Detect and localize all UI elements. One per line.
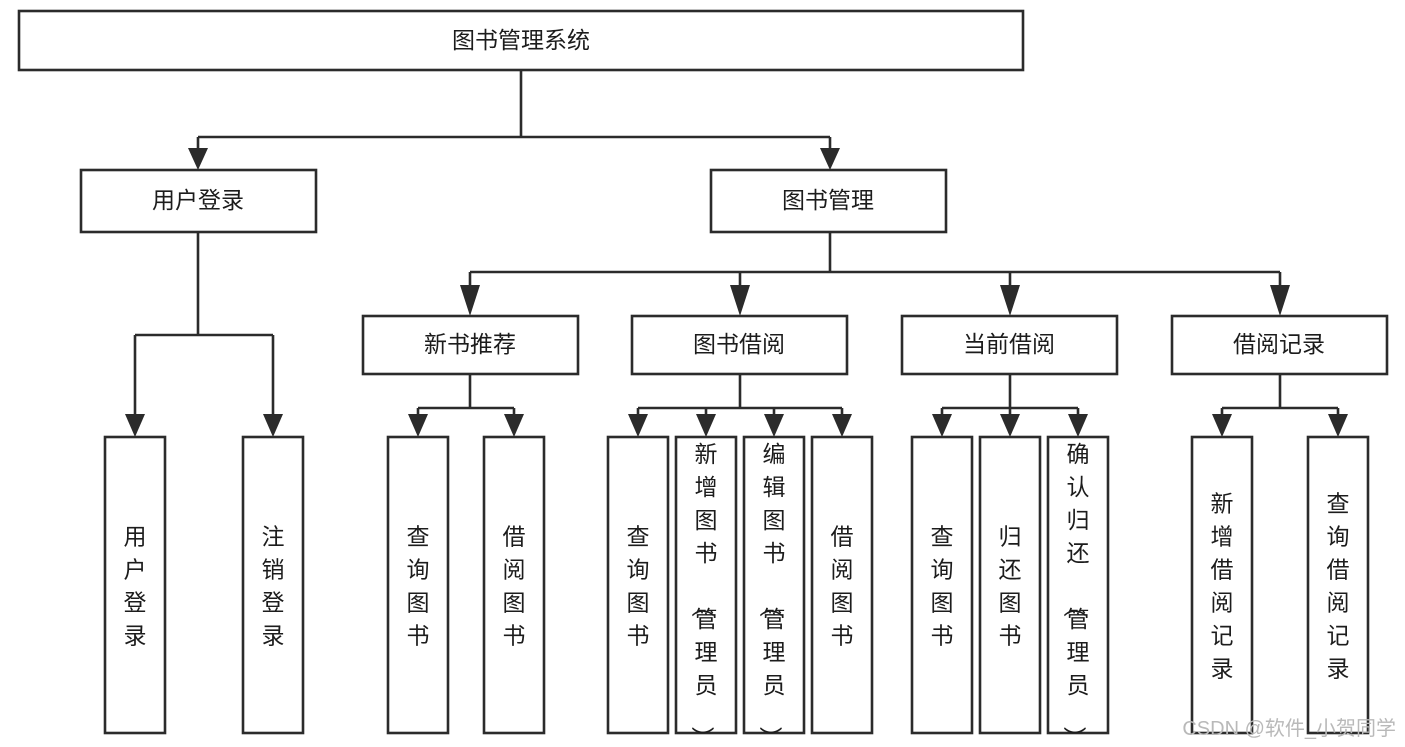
node-leaf-logout-login-rect[interactable] xyxy=(241,435,305,735)
node-leaf-query-book-2[interactable]: 查询图书 xyxy=(606,435,670,735)
node-leaf-edit-book-label: 编辑图书（管理员） xyxy=(758,441,786,747)
node-leaf-confirm-return-rect[interactable] xyxy=(1046,435,1110,735)
node-leaf-query-book-1[interactable]: 查询图书 xyxy=(386,435,450,735)
node-root-label: 图书管理系统 xyxy=(452,27,590,53)
node-user-login-rect[interactable] xyxy=(79,168,318,234)
node-root-rect[interactable] xyxy=(17,9,1025,72)
node-leaf-return-book-label: 归还图书 xyxy=(999,524,1022,649)
connector-group-current-borrow xyxy=(932,374,1088,437)
node-current-borrow[interactable]: 当前借阅 xyxy=(900,314,1119,376)
connector-group-borrow-record xyxy=(1212,374,1348,437)
node-leaf-borrow-book-1-rect[interactable] xyxy=(482,435,546,735)
node-leaf-edit-book-rect[interactable] xyxy=(742,435,806,735)
node-leaf-add-book[interactable]: 新增图书（管理员） xyxy=(674,435,738,747)
node-new-book-recommend[interactable]: 新书推荐 xyxy=(361,314,580,376)
node-leaf-add-record[interactable]: 新增借阅记录 xyxy=(1190,435,1254,735)
arrow-head-leaf-borrow-book-2 xyxy=(832,414,852,437)
arrow-head-leaf-logout-login xyxy=(263,414,283,437)
node-leaf-return-book-rect[interactable] xyxy=(978,435,1042,735)
connector-group-book-management xyxy=(460,232,1290,316)
node-leaf-edit-book[interactable]: 编辑图书（管理员） xyxy=(742,435,806,747)
arrow-head-leaf-borrow-book-1 xyxy=(504,414,524,437)
node-leaf-confirm-return[interactable]: 确认归还（管理员） xyxy=(1046,435,1110,747)
node-leaf-user-login[interactable]: 用户登录 xyxy=(103,435,167,735)
node-book-management[interactable]: 图书管理 xyxy=(709,168,948,234)
node-leaf-add-record-rect[interactable] xyxy=(1190,435,1254,735)
node-leaf-borrow-book-2[interactable]: 借阅图书 xyxy=(810,435,874,735)
connector-group-user-login xyxy=(125,232,283,437)
node-leaf-borrow-book-2-label: 借阅图书 xyxy=(831,524,854,649)
csdn-watermark: CSDN @软件_小贺同学 xyxy=(1182,717,1396,740)
node-leaf-query-book-3-rect[interactable] xyxy=(910,435,974,735)
node-leaf-return-book[interactable]: 归还图书 xyxy=(978,435,1042,735)
arrow-head-leaf-add-book xyxy=(696,414,716,437)
arrow-head-user-login xyxy=(188,148,208,170)
node-user-login-label: 用户登录 xyxy=(152,187,244,213)
arrow-head-leaf-query-record xyxy=(1328,414,1348,437)
node-leaf-query-book-1-label: 查询图书 xyxy=(407,524,430,649)
node-leaf-add-record-label: 新增借阅记录 xyxy=(1211,491,1234,682)
node-leaf-query-book-1-rect[interactable] xyxy=(386,435,450,735)
arrow-head-current-borrow xyxy=(1000,285,1020,316)
node-leaf-borrow-book-2-rect[interactable] xyxy=(810,435,874,735)
arrow-head-leaf-query-book-3 xyxy=(932,414,952,437)
arrow-head-leaf-return-book xyxy=(1000,414,1020,437)
node-borrow-record-rect[interactable] xyxy=(1170,314,1389,376)
node-book-management-rect[interactable] xyxy=(709,168,948,234)
node-user-login[interactable]: 用户登录 xyxy=(79,168,318,234)
node-borrow-record[interactable]: 借阅记录 xyxy=(1170,314,1389,376)
connector-group-new-book-recommend xyxy=(408,374,524,437)
node-leaf-query-book-3-label: 查询图书 xyxy=(931,524,954,649)
node-leaf-query-record-rect[interactable] xyxy=(1306,435,1370,735)
connector-group-book-borrow xyxy=(628,374,852,437)
node-book-management-label: 图书管理 xyxy=(782,187,874,213)
node-leaf-logout-login[interactable]: 注销登录 xyxy=(241,435,305,735)
node-leaf-user-login-rect[interactable] xyxy=(103,435,167,735)
node-current-borrow-rect[interactable] xyxy=(900,314,1119,376)
node-leaf-query-record-label: 查询借阅记录 xyxy=(1327,491,1350,682)
node-leaf-confirm-return-label: 确认归还（管理员） xyxy=(1062,441,1090,747)
arrow-head-leaf-user-login xyxy=(125,414,145,437)
node-leaf-logout-login-label: 注销登录 xyxy=(262,524,285,649)
arrow-head-book-borrow xyxy=(730,285,750,316)
arrow-head-borrow-record xyxy=(1270,285,1290,316)
node-book-borrow[interactable]: 图书借阅 xyxy=(630,314,849,376)
node-leaf-add-book-label: 新增图书（管理员） xyxy=(690,441,718,747)
arrow-head-leaf-add-record xyxy=(1212,414,1232,437)
node-leaf-query-book-3[interactable]: 查询图书 xyxy=(910,435,974,735)
arrow-head-new-book-recommend xyxy=(460,285,480,316)
node-leaf-query-book-2-label: 查询图书 xyxy=(627,524,650,649)
node-leaf-add-book-rect[interactable] xyxy=(674,435,738,735)
arrow-head-leaf-query-book-1 xyxy=(408,414,428,437)
arrow-head-leaf-query-book-2 xyxy=(628,414,648,437)
node-book-borrow-label: 图书借阅 xyxy=(693,331,785,357)
node-leaf-query-book-2-rect[interactable] xyxy=(606,435,670,735)
arrow-head-book-management xyxy=(820,148,840,170)
node-new-book-recommend-rect[interactable] xyxy=(361,314,580,376)
node-leaf-borrow-book-1-label: 借阅图书 xyxy=(503,524,526,649)
node-root[interactable]: 图书管理系统 xyxy=(17,9,1025,72)
node-current-borrow-label: 当前借阅 xyxy=(963,331,1055,357)
node-leaf-query-record[interactable]: 查询借阅记录 xyxy=(1306,435,1370,735)
node-book-borrow-rect[interactable] xyxy=(630,314,849,376)
arrow-head-leaf-confirm-return xyxy=(1068,414,1088,437)
node-borrow-record-label: 借阅记录 xyxy=(1233,331,1325,357)
node-new-book-recommend-label: 新书推荐 xyxy=(424,331,516,357)
connector-group-root xyxy=(188,70,840,170)
node-leaf-borrow-book-1[interactable]: 借阅图书 xyxy=(482,435,546,735)
node-leaf-user-login-label: 用户登录 xyxy=(124,524,147,649)
arrow-head-leaf-edit-book xyxy=(764,414,784,437)
